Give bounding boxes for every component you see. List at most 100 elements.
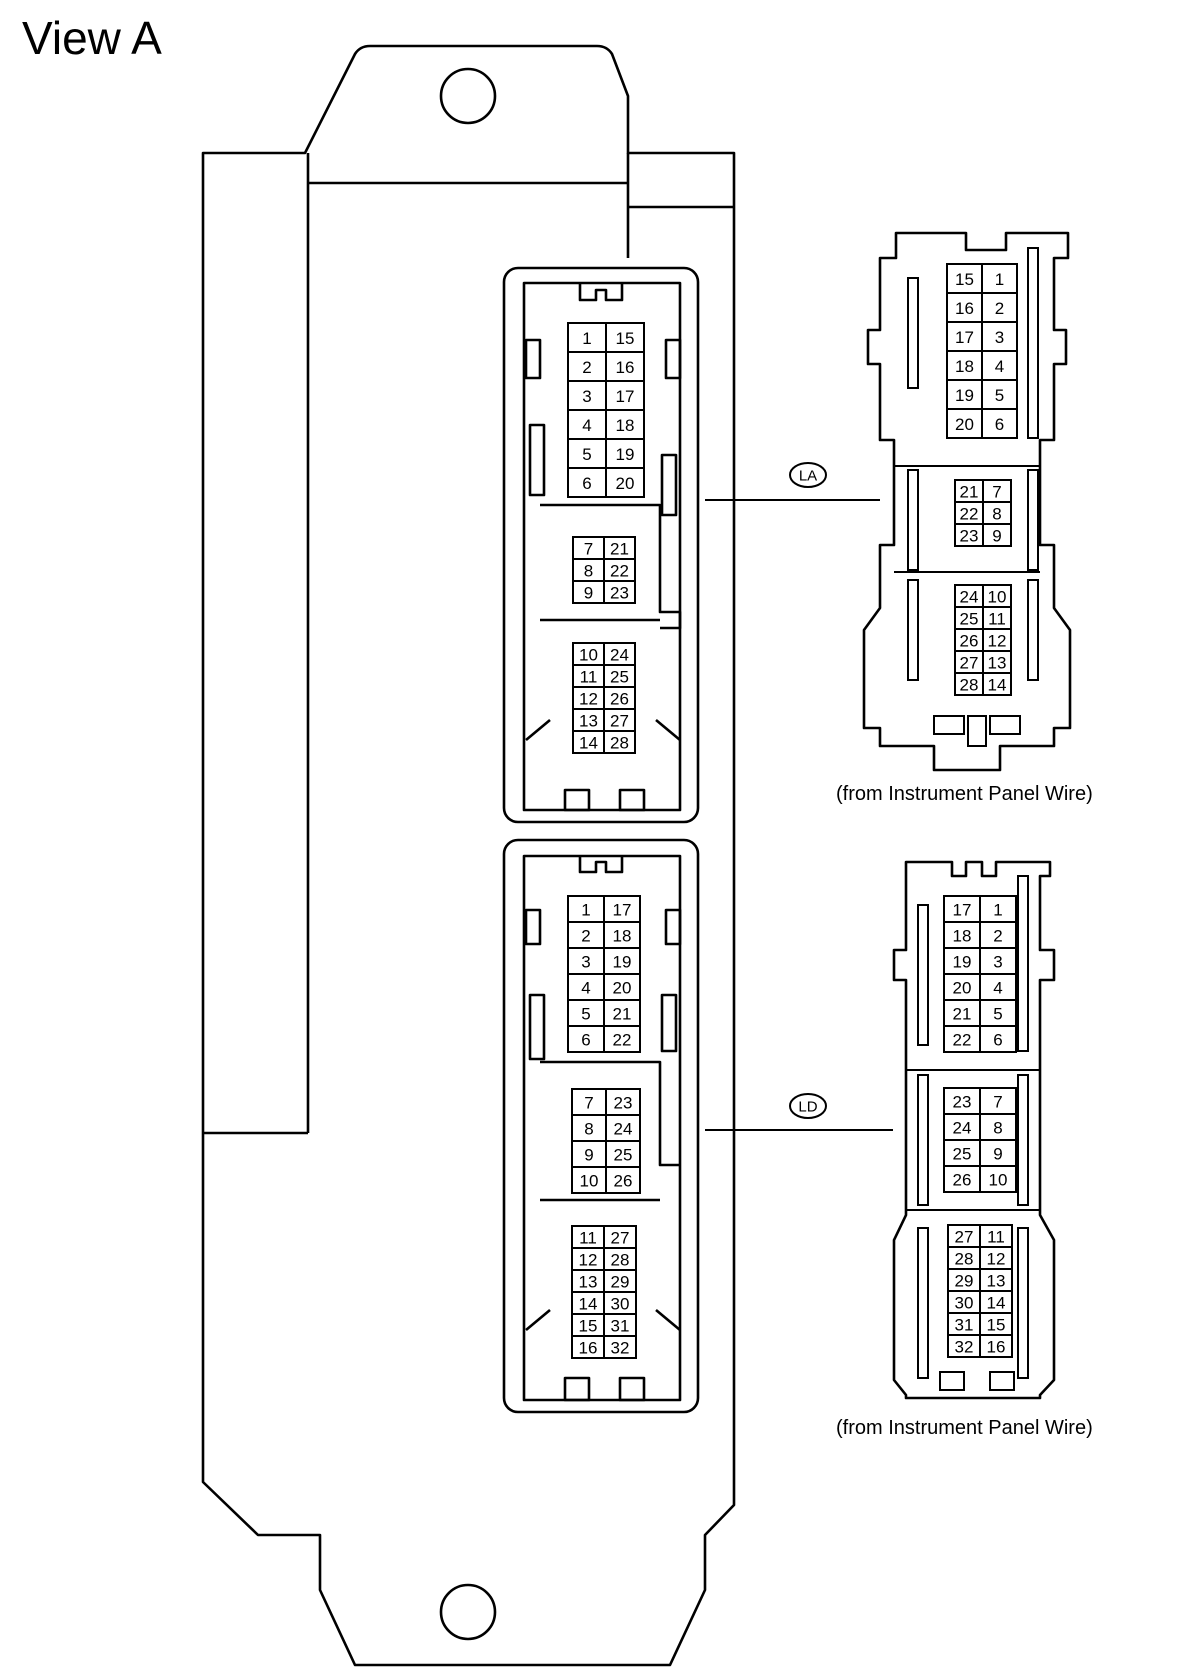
pin-number: 22 [953, 1031, 972, 1050]
pin-cell [981, 263, 1018, 294]
pin-number: 32 [611, 1339, 630, 1358]
pin-number: 18 [955, 357, 974, 376]
pin-cell [605, 1114, 641, 1142]
pin-cell [943, 947, 981, 975]
pin-number: 26 [610, 690, 629, 709]
pin-number: 12 [579, 690, 598, 709]
pin-cell [603, 1025, 641, 1053]
harness-connector-la-housing [862, 231, 1072, 772]
pin-number: 17 [616, 387, 635, 406]
mounting-hole-top [439, 67, 497, 125]
pin-number: 13 [579, 712, 598, 731]
pin-cell [603, 580, 636, 604]
pin-number: 8 [993, 1119, 1002, 1138]
pin-number: 7 [584, 540, 593, 559]
pin-number: 29 [955, 1272, 974, 1291]
pin-number: 31 [955, 1316, 974, 1335]
pin-cell [567, 973, 605, 1001]
pin-cell [979, 1113, 1017, 1141]
pin-number: 18 [953, 927, 972, 946]
pin-cell [946, 263, 983, 294]
pin-number: 21 [960, 483, 979, 502]
pin-cell [603, 730, 636, 754]
pin-number: 8 [584, 562, 593, 581]
pin-number: 23 [960, 527, 979, 546]
pin-cell [605, 1140, 641, 1168]
pin-cell [979, 1025, 1017, 1053]
pin-number: 11 [988, 610, 1006, 629]
pin-number: 19 [955, 386, 974, 405]
pin-cell [943, 1025, 981, 1053]
pin-number: 12 [579, 1251, 598, 1270]
pin-number: 28 [955, 1250, 974, 1269]
pin-number: 30 [611, 1295, 630, 1314]
pin-number: 15 [616, 329, 635, 348]
pin-number: 5 [993, 1005, 1002, 1024]
pin-number: 6 [582, 474, 591, 493]
pin-number: 10 [580, 1172, 599, 1191]
pin-cell [605, 438, 645, 469]
pin-cell [946, 379, 983, 410]
pin-number: 2 [993, 927, 1002, 946]
pin-cell [979, 895, 1017, 923]
pin-number: 13 [988, 654, 1007, 673]
pin-number: 27 [611, 1229, 630, 1248]
pin-cell [605, 322, 645, 353]
pin-number: 2 [582, 358, 591, 377]
pin-number: 13 [579, 1273, 598, 1292]
pin-number: 22 [613, 1031, 632, 1050]
pin-cell [605, 1166, 641, 1194]
pin-cell [979, 973, 1017, 1001]
pin-cell [979, 1087, 1017, 1115]
pin-number: 25 [610, 668, 629, 687]
pin-number: 12 [987, 1250, 1006, 1269]
pin-cell [982, 672, 1012, 696]
pin-cell [946, 408, 983, 439]
pin-number: 6 [993, 1031, 1002, 1050]
pin-number: 14 [988, 676, 1007, 695]
pin-number: 18 [616, 416, 635, 435]
connector-tag-la-circle [789, 462, 827, 488]
pin-cell [981, 321, 1018, 352]
pin-cell [943, 895, 981, 923]
pin-number: 9 [584, 584, 593, 603]
pin-number: 5 [582, 445, 591, 464]
pin-number: 1 [582, 329, 591, 348]
pin-number: 3 [581, 953, 590, 972]
connector-tag-ld-circle [789, 1093, 827, 1119]
pin-number: 30 [955, 1294, 974, 1313]
pin-number: 32 [955, 1338, 974, 1357]
pin-number: 11 [987, 1228, 1005, 1247]
pin-number: 20 [613, 979, 632, 998]
pin-number: 19 [613, 953, 632, 972]
harness-connector-ld-housing [892, 860, 1056, 1400]
pin-number: 21 [613, 1005, 632, 1024]
pin-number: 14 [987, 1294, 1006, 1313]
pin-cell [571, 1166, 607, 1194]
pin-cell [979, 947, 1017, 975]
pin-number: 10 [579, 646, 598, 665]
pin-cell [979, 1165, 1017, 1193]
pin-number: 3 [582, 387, 591, 406]
pin-number: 20 [955, 415, 974, 434]
pin-number: 4 [581, 979, 590, 998]
pin-number: 25 [960, 610, 979, 629]
connector-tag-la: LA [799, 468, 817, 485]
pin-number: 4 [582, 416, 591, 435]
pin-number: 28 [960, 676, 979, 695]
pin-number: 21 [610, 540, 629, 559]
pin-number: 26 [953, 1171, 972, 1190]
pin-number: 22 [960, 505, 979, 524]
pin-number: 4 [993, 979, 1002, 998]
pin-number: 23 [610, 584, 629, 603]
pin-number: 28 [610, 734, 629, 753]
pin-number: 17 [955, 328, 974, 347]
pin-number: 2 [995, 299, 1004, 318]
pin-number: 23 [614, 1094, 633, 1113]
pin-cell [979, 921, 1017, 949]
pin-number: 1 [581, 901, 590, 920]
ecu-connector-ld-housing [502, 838, 700, 1414]
pin-number: 11 [579, 1229, 597, 1248]
